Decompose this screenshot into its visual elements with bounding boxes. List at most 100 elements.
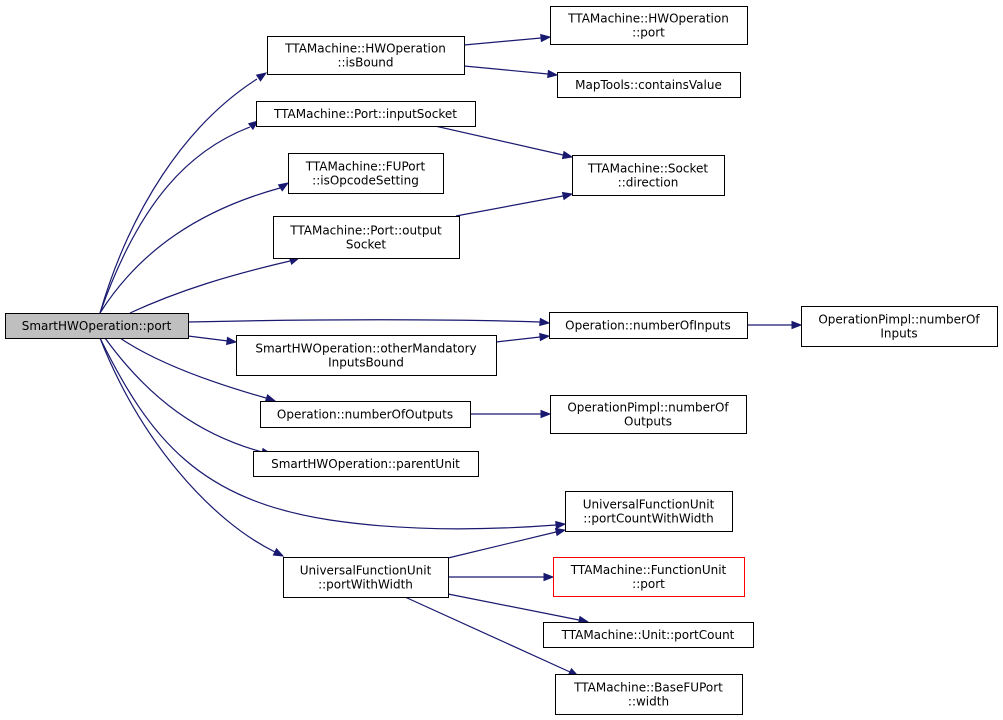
node-box (550, 395, 747, 434)
node-label-line: TTAMachine::Unit::portCount (561, 628, 735, 642)
node-label-line: ::direction (618, 176, 679, 190)
node-box (565, 491, 733, 532)
edge-root-to-smart_othermand (187, 335, 238, 346)
node-label-line: Socket (346, 238, 386, 252)
edge-line (463, 65, 549, 75)
node-box (557, 72, 741, 98)
edge-root-to-port_inputsocket (99, 120, 260, 314)
node-label-line: OperationPimpl::numberOf (818, 313, 980, 327)
node-box (549, 312, 748, 339)
arrowhead (543, 572, 555, 582)
node-box (572, 155, 725, 196)
node-box (283, 557, 449, 598)
edge-line (99, 78, 258, 314)
edge-line (129, 260, 291, 314)
node-unit-portcount[interactable]: TTAMachine::Unit::portCount (543, 622, 754, 648)
arrowhead (791, 320, 803, 330)
edge-op_numoutputs-to-opimpl_numoutputs (470, 409, 552, 419)
arrowhead (561, 191, 574, 201)
node-box (801, 306, 998, 347)
node-fu-port[interactable]: TTAMachine::FunctionUnit::port (553, 557, 745, 597)
edge-op_numinputs-to-opimpl_numinputs (747, 320, 803, 330)
node-ufu-portcount[interactable]: UniversalFunctionUnit::portCountWithWidt… (565, 491, 733, 532)
edge-root-to-op_numinputs (187, 317, 551, 327)
node-label-line: Outputs (624, 415, 672, 429)
arrowhead (555, 520, 567, 530)
node-label-line: SmartHWOperation::port (22, 319, 172, 333)
node-label-line: SmartHWOperation::otherMandatory (255, 342, 476, 356)
edge-line (99, 337, 276, 553)
edge-root-to-ufu_portcount (99, 337, 567, 530)
node-box (273, 216, 460, 259)
edge-line (447, 593, 580, 621)
node-box (550, 6, 748, 45)
nodes-layer: SmartHWOperation::port TTAMachine::HWOper… (5, 6, 998, 715)
node-root[interactable]: SmartHWOperation::port (5, 313, 189, 339)
node-fuport-isopcode[interactable]: TTAMachine::FUPort::isOpcodeSetting (288, 153, 444, 194)
edge-line (104, 337, 263, 453)
node-label-line: InputsBound (328, 356, 404, 370)
node-box (256, 101, 476, 127)
node-box (253, 451, 479, 477)
edge-line (447, 531, 557, 559)
edge-line (99, 187, 281, 314)
node-smart-othermand[interactable]: SmartHWOperation::otherMandatoryInputsBo… (236, 335, 497, 376)
node-box (5, 313, 189, 339)
node-label-line: Operation::numberOfInputs (565, 319, 731, 333)
node-port-inputsocket[interactable]: TTAMachine::Port::inputSocket (256, 101, 476, 127)
node-label-line: SmartHWOperation::parentUnit (271, 457, 460, 471)
arrowhead (264, 393, 277, 403)
node-label-line: TTAMachine::Port::output (289, 224, 442, 238)
node-hwop-isbound[interactable]: TTAMachine::HWOperation::isBound (267, 36, 465, 75)
node-box (543, 622, 754, 648)
node-box (555, 674, 743, 715)
arrowhead (547, 69, 559, 79)
arrowhead (247, 120, 260, 131)
edge-line (187, 335, 229, 342)
arrowhead (539, 317, 551, 327)
node-op-numoutputs[interactable]: Operation::numberOfOutputs (260, 401, 471, 428)
node-label-line: ::portWithWidth (318, 578, 413, 592)
edge-root-to-ufu_portwidth (99, 337, 285, 557)
node-basefuport-width[interactable]: TTAMachine::BaseFUPort::width (555, 674, 743, 715)
edge-ufu_portwidth-to-ufu_portcount (447, 527, 567, 559)
edge-ufu_portwidth-to-fu_port (448, 572, 555, 582)
node-smart-parentunit[interactable]: SmartHWOperation::parentUnit (253, 451, 479, 477)
node-label-line: TTAMachine::BaseFUPort (573, 681, 723, 695)
node-label-line: Inputs (880, 327, 917, 341)
node-label-line: MapTools::containsValue (575, 78, 722, 92)
node-label-line: ::port (632, 577, 665, 591)
edge-line (99, 337, 557, 530)
node-opimpl-numoutputs[interactable]: OperationPimpl::numberOfOutputs (550, 395, 747, 434)
edge-line (455, 195, 564, 217)
edge-root-to-op_numoutputs (119, 337, 277, 403)
node-label-line: TTAMachine::Socket (587, 162, 709, 176)
edge-root-to-fuport_isopcode (99, 182, 290, 314)
node-ufu-portwidth[interactable]: UniversalFunctionUnit::portWithWidth (283, 557, 449, 598)
node-box (553, 557, 745, 597)
node-box (267, 36, 465, 75)
edge-hwop_isbound-to-maptools (463, 65, 559, 79)
node-hwop-port[interactable]: TTAMachine::HWOperation::port (550, 6, 748, 45)
node-op-numinputs[interactable]: Operation::numberOfInputs (549, 312, 748, 339)
node-label-line: ::width (628, 695, 669, 709)
arrowhead (554, 527, 567, 537)
node-label-line: TTAMachine::FUPort (305, 160, 426, 174)
arrowhead (540, 409, 552, 419)
node-label-line: TTAMachine::HWOperation (284, 42, 446, 56)
node-socket-direction[interactable]: TTAMachine::Socket::direction (572, 155, 725, 196)
node-box (260, 401, 471, 428)
edge-port_outputsocket-to-socket_direction (455, 191, 574, 217)
arrowhead (561, 150, 574, 160)
arrowhead (272, 547, 285, 557)
node-box (288, 153, 444, 194)
node-opimpl-numinputs[interactable]: OperationPimpl::numberOfInputs (801, 306, 998, 347)
node-label-line: OperationPimpl::numberOf (567, 401, 729, 415)
node-label-line: ::port (632, 26, 665, 40)
node-label-line: UniversalFunctionUnit (300, 564, 432, 578)
node-maptools[interactable]: MapTools::containsValue (557, 72, 741, 98)
edge-root-to-port_outputsocket (129, 256, 301, 314)
node-label-line: TTAMachine::Port::inputSocket (273, 107, 457, 121)
